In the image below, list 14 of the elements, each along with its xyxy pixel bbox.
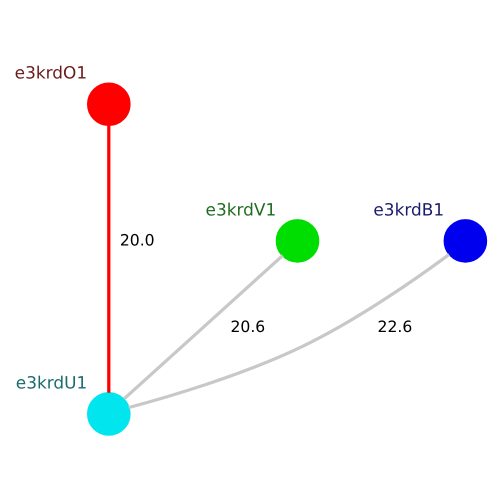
node-circle — [87, 392, 131, 436]
connector — [107, 125, 110, 393]
edge-label: 20.0 — [120, 232, 155, 250]
edge-label: 22.6 — [378, 318, 412, 336]
node-circle — [87, 82, 131, 126]
node-label: e3krdU1 — [16, 372, 88, 392]
node-label: e3krdO1 — [14, 62, 88, 83]
edge-label: 20.6 — [230, 318, 266, 336]
node-circle — [444, 219, 488, 263]
connector — [122, 254, 284, 400]
node-circle — [276, 219, 320, 263]
node-label: e3krdV1 — [206, 199, 276, 220]
node-label: e3krdB1 — [373, 199, 444, 220]
connector — [128, 253, 450, 410]
